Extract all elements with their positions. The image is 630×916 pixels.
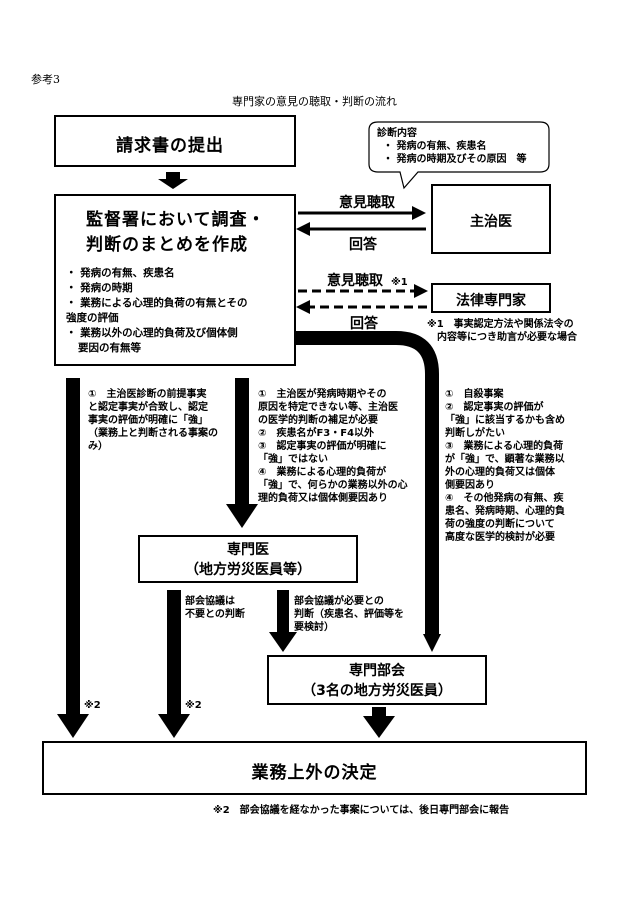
edge-opinion-2-mark: ※1 [391,277,408,288]
attending-physician-label: 主治医 [470,214,512,230]
callout-bubble [368,121,550,190]
arrow-reply-legal [296,300,428,314]
edge-opinion-1: 意見聴取 [339,195,395,211]
callout-item: ・ 発病の時期及びその原因 等 [383,154,527,165]
condition-a-line: み） [88,441,108,452]
arrow-opinion-legal [298,284,428,298]
arrow-office-to-decision-left [57,378,89,738]
condition-c-line: ② 認定事実の評価が [445,402,544,413]
condition-b-line: 「強」ではない [258,454,328,465]
document-title: 専門家の意見の聴取・判断の流れ [232,95,397,108]
condition-b: ① 主治医が発病時期やその 原因を特定できない等、主治医 の医学的判断の補足が必… [258,388,408,505]
office-item: ・ 発病の有無、疾患名 [66,267,175,279]
specialist-yes-line: 要検討） [294,622,334,633]
footnote-2: ※2 部会協議を経なかった事案については、後日専門部会に報告 [213,805,510,816]
condition-c: ① 自殺事案 ② 認定事実の評価が 「強」に該当するかも含め 判断しがたい ③ … [445,388,565,544]
specialist-no-committee-note: 部会協議は 不要との判断 [185,595,245,621]
attending-physician-box: 主治医 [431,184,551,254]
note-1: ※1 事実認定方法や関係法令の 内容等につき助言が必要な場合 [427,318,577,344]
condition-b-line: ② 疾患名がF3・F4以外 [258,428,375,439]
condition-c-line: 判断しがたい [445,428,505,439]
condition-c-line: 「強」に該当するかも含め [445,415,565,426]
condition-b-line: の医学的判断の補足が必要 [258,415,378,426]
office-box: 監督署において調査・ 判断のまとめを作成 ・ 発病の有無、疾患名 ・ 発病の時期… [54,194,296,366]
note-1-line: 内容等につき助言が必要な場合 [437,332,577,343]
specialist-committee-needed-note: 部会協議が必要との 判断（疾患名、評価等を 要検討） [294,595,404,634]
specialist-sublabel: （地方労災医員等） [185,562,311,578]
office-item: 強度の評価 [66,312,119,324]
edge-reply-2: 回答 [350,316,378,332]
committee-sublabel: （3名の地方労災医員） [302,683,452,699]
condition-c-line: 高度な医学的検討が必要 [445,532,555,543]
arrow-office-to-specialist [226,378,258,528]
office-item: ・ 発病の時期 [66,282,133,294]
office-title-line: 判断のまとめを作成 [86,235,248,255]
arrow-claim-to-office [158,172,188,189]
condition-a-line: と認定事実が合致し、認定 [88,402,208,413]
legal-expert-box: 法律専門家 [431,283,551,313]
arrow-reply-attending [296,222,426,236]
arrow-opinion-attending [298,206,426,220]
callout-item: ・ 発病の有無、疾患名 [383,141,487,152]
arrow-committee-to-decision [363,707,395,738]
condition-b-line: 「強」で、何らかの業務以外の心 [258,480,408,491]
specialist-no-line: 不要との判断 [185,609,245,620]
condition-c-line: ④ その他発病の有無、疾 [445,493,564,504]
condition-b-line: ① 主治医が発病時期やその [258,389,387,400]
condition-c-line: ③ 業務による心理的負荷 [445,441,564,452]
note-2-mark-left: ※2 [84,700,101,711]
claim-box: 請求書の提出 [54,115,296,167]
condition-c-line: 患名、発病時期、心理的負 [445,506,565,517]
specialist-box: 専門医 （地方労災医員等） [138,535,358,583]
note-2-mark-center: ※2 [185,700,202,711]
decision-box: 業務上外の決定 [42,741,587,795]
specialist-yes-line: 判断（疾患名、評価等を [294,609,404,620]
callout-content: 診断内容 ・ 発病の有無、疾患名 ・ 発病の時期及びその原因 等 [377,127,526,166]
edge-opinion-2: 意見聴取 [327,273,383,289]
condition-c-line: 側要因あり [445,480,495,491]
edge-reply-1: 回答 [349,237,377,253]
arrow-office-to-committee [296,331,441,652]
condition-b-line: 理的負荷又は個体側要因あり [258,493,388,504]
condition-a-line: ① 主治医診断の前提事実 [88,389,207,400]
decision-label: 業務上外の決定 [251,763,378,783]
condition-c-line: が「強」で、顕著な業務以 [445,454,565,465]
callout-title: 診断内容 [377,128,417,139]
specialist-yes-line: 部会協議が必要との [294,596,384,607]
condition-c-line: 外の心理的負荷又は個体 [445,467,555,478]
condition-b-line: 原因を特定できない等、主治医 [258,402,398,413]
arrow-specialist-to-committee [269,590,297,652]
condition-c-line: 荷の強度の判断について [445,519,555,530]
office-item: ・ 業務以外の心理的負荷及び個体側 [66,327,238,339]
reference-label: 参考3 [31,73,60,86]
office-items: ・ 発病の有無、疾患名 ・ 発病の時期 ・ 業務による心理的負荷の有無とその 強… [66,266,288,356]
claim-label: 請求書の提出 [116,136,224,156]
note-1-line: ※1 事実認定方法や関係法令の [427,319,574,330]
arrow-specialist-to-decision [158,590,190,738]
legal-expert-label: 法律専門家 [456,293,526,309]
office-item: ・ 業務による心理的負荷の有無とその [66,297,248,309]
condition-a: ① 主治医診断の前提事実 と認定事実が合致し、認定 事実の評価が明確に「強」 （… [88,388,218,453]
condition-a-line: 事実の評価が明確に「強」 [88,415,208,426]
condition-a-line: （業務上と判断される事案の [88,428,218,439]
committee-label: 専門部会 [349,663,405,679]
condition-b-line: ④ 業務による心理的負荷が [258,467,387,478]
condition-c-line: ① 自殺事案 [445,389,504,400]
office-item: 要因の有無等 [78,342,141,354]
specialist-label: 専門医 [227,542,269,558]
committee-box: 専門部会 （3名の地方労災医員） [267,655,487,705]
office-title-line: 監督署において調査・ [86,210,266,230]
condition-b-line: ③ 認定事実の評価が明確に [258,441,387,452]
office-title: 監督署において調査・ 判断のまとめを作成 [66,208,288,258]
specialist-no-line: 部会協議は [185,596,235,607]
